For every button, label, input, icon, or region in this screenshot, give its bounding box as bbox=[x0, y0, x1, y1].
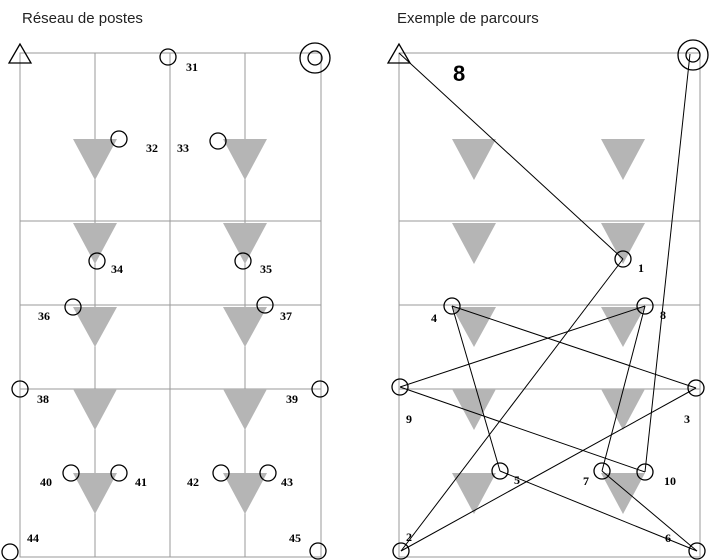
route-leg bbox=[499, 470, 698, 552]
post-label: 42 bbox=[187, 475, 199, 489]
gray-triangle-icon bbox=[223, 307, 267, 347]
post-circle-icon bbox=[234, 252, 252, 270]
right-posts bbox=[391, 250, 706, 560]
route-order-label: 10 bbox=[664, 474, 676, 488]
finish-double-circle-icon bbox=[299, 42, 331, 74]
post-label: 33 bbox=[177, 141, 189, 155]
left-panel-title: Réseau de postes bbox=[22, 10, 143, 27]
route-leg bbox=[400, 258, 624, 552]
post-circle-icon bbox=[259, 464, 277, 482]
gray-triangle-icon bbox=[73, 389, 117, 430]
post-label: 35 bbox=[260, 262, 272, 276]
right-markers bbox=[452, 139, 645, 514]
route-leg bbox=[399, 386, 646, 473]
start-triangle-icon bbox=[386, 42, 412, 64]
post-circle-icon bbox=[11, 380, 29, 398]
post-label: 44 bbox=[27, 531, 39, 545]
post-circle-icon bbox=[256, 296, 274, 314]
gray-triangle-icon bbox=[452, 389, 496, 430]
right-grid bbox=[399, 220, 700, 390]
left-posts bbox=[1, 48, 329, 560]
post-label: 32 bbox=[146, 141, 158, 155]
post-circle-icon bbox=[159, 48, 177, 66]
route-leg bbox=[399, 305, 646, 388]
post-label: 31 bbox=[186, 60, 198, 74]
post-label: 41 bbox=[135, 475, 147, 489]
gray-triangle-icon bbox=[73, 139, 117, 180]
route-leg bbox=[601, 305, 646, 472]
post-circle-icon bbox=[209, 132, 227, 150]
post-label: 39 bbox=[286, 392, 298, 406]
post-label: 34 bbox=[111, 262, 123, 276]
route-leg bbox=[601, 470, 698, 552]
right-panel-title: Exemple de parcours bbox=[397, 10, 539, 27]
post-circle-icon bbox=[309, 542, 327, 560]
finish-double-circle-icon bbox=[677, 39, 709, 71]
post-circle-icon bbox=[1, 543, 19, 560]
post-circle-icon bbox=[212, 464, 230, 482]
gray-triangle-icon bbox=[452, 223, 496, 264]
route-order-label: 1 bbox=[638, 261, 644, 275]
post-circle-icon bbox=[110, 130, 128, 148]
post-label: 38 bbox=[37, 392, 49, 406]
post-label: 36 bbox=[38, 309, 50, 323]
route-counter: 8 bbox=[453, 61, 465, 86]
post-label: 40 bbox=[40, 475, 52, 489]
left-network: 31 32 33 34 35 36 37 38 39 40 41 42 43 4… bbox=[1, 42, 331, 560]
gray-triangle-icon bbox=[73, 473, 117, 514]
post-circle-icon bbox=[636, 463, 654, 481]
route-order-label: 9 bbox=[406, 412, 412, 426]
gray-triangle-icon bbox=[601, 223, 645, 264]
post-label: 45 bbox=[289, 531, 301, 545]
post-label: 37 bbox=[280, 309, 292, 323]
left-post-labels: 31 32 33 34 35 36 37 38 39 40 41 42 43 4… bbox=[27, 60, 301, 545]
route-lines bbox=[398, 52, 698, 552]
route-order-label: 2 bbox=[406, 530, 412, 544]
gray-triangle-icon bbox=[73, 223, 117, 264]
post-circle-icon bbox=[311, 380, 329, 398]
route-leg bbox=[398, 52, 624, 260]
route-leg bbox=[451, 305, 501, 472]
post-circle-icon bbox=[687, 379, 705, 397]
left-markers bbox=[73, 139, 267, 514]
post-circle-icon bbox=[636, 297, 654, 315]
post-circle-icon bbox=[688, 542, 706, 560]
gray-triangle-icon bbox=[601, 389, 645, 430]
route-order-label: 3 bbox=[684, 412, 690, 426]
post-label: 43 bbox=[281, 475, 293, 489]
post-circle-icon bbox=[593, 462, 611, 480]
route-order-label: 8 bbox=[660, 308, 666, 322]
route-order-label: 4 bbox=[431, 311, 437, 325]
route-leg bbox=[400, 387, 697, 552]
gray-triangle-icon bbox=[601, 139, 645, 180]
gray-triangle-icon bbox=[223, 473, 267, 514]
right-route-example: 8 1 2 3 4 5 6 7 8 9 10 bbox=[386, 39, 709, 560]
post-circle-icon bbox=[491, 462, 509, 480]
gray-triangle-icon bbox=[452, 473, 496, 514]
route-order-label: 7 bbox=[583, 474, 589, 488]
post-circle-icon bbox=[88, 252, 106, 270]
route-leg bbox=[644, 53, 691, 473]
start-triangle-icon bbox=[7, 42, 33, 64]
right-post-labels: 1 2 3 4 5 6 7 8 9 10 bbox=[406, 261, 690, 545]
post-circle-icon bbox=[110, 464, 128, 482]
gray-triangle-icon bbox=[73, 307, 117, 347]
gray-triangle-icon bbox=[223, 223, 267, 264]
gray-triangle-icon bbox=[452, 139, 496, 180]
gray-triangle-icon bbox=[601, 473, 645, 514]
post-circle-icon bbox=[64, 298, 82, 316]
post-circle-icon bbox=[443, 297, 461, 315]
route-order-label: 5 bbox=[514, 473, 520, 487]
post-circle-icon bbox=[391, 378, 409, 396]
post-circle-icon bbox=[392, 542, 410, 560]
gray-triangle-icon bbox=[223, 139, 267, 180]
post-circle-icon bbox=[614, 250, 632, 268]
post-circle-icon bbox=[62, 464, 80, 482]
route-order-label: 6 bbox=[665, 531, 671, 545]
gray-triangle-icon bbox=[223, 389, 267, 430]
